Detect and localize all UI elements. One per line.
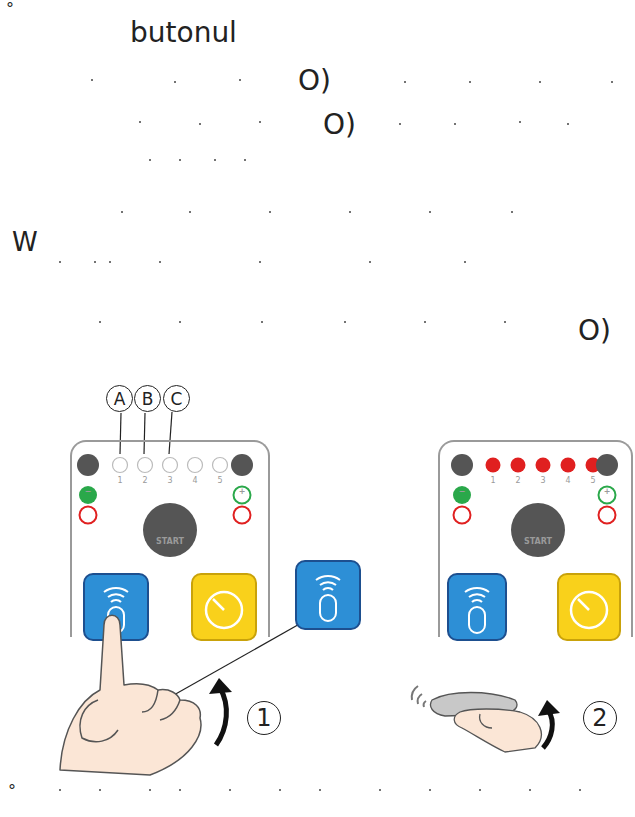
led-number: 3 [540, 476, 545, 485]
plus-button: + [596, 454, 618, 476]
callout-letter: A [106, 385, 133, 412]
button-label: START [524, 537, 552, 546]
red-lamp [454, 507, 471, 524]
red-lamp [80, 507, 97, 524]
press-arrow [216, 688, 226, 745]
control-panel: 1 2 3 4 5 − + START [70, 440, 270, 637]
step-number: 1 [247, 701, 281, 735]
minus-button: − [451, 454, 473, 476]
led-number: 2 [515, 476, 520, 485]
green-lamp [234, 487, 251, 504]
button-label: − [459, 488, 466, 496]
minus-button: − [77, 454, 99, 476]
button-label: + [239, 488, 246, 496]
led-number: 1 [490, 476, 495, 485]
callout-letter: B [134, 385, 161, 412]
button-label: + [604, 488, 611, 496]
button-label: START [156, 537, 184, 546]
green-lamp [599, 487, 616, 504]
press-arrow-head [209, 678, 232, 694]
red-lamp [234, 507, 251, 524]
led-number: 3 [167, 476, 172, 485]
symbol-text: O) [298, 66, 331, 97]
remote-button [448, 574, 506, 640]
callout-letter: C [163, 385, 190, 412]
pressing-hand [60, 615, 201, 775]
button-label: A [114, 389, 126, 409]
plus-button: + [231, 454, 253, 476]
control-panel: 1 2 3 4 5 − + START [438, 440, 633, 637]
body-text: W [12, 228, 38, 257]
symbol-text: O) [323, 110, 356, 141]
led-row-lit [486, 458, 601, 473]
button-label: − [85, 488, 92, 496]
degree-mark: ° [8, 782, 16, 800]
button-label: B [142, 389, 154, 409]
symbol-text: O) [578, 316, 611, 347]
button-label: 2 [592, 704, 607, 732]
start-button: START [511, 503, 565, 557]
leader-lines [120, 412, 172, 454]
led-number: 1 [117, 476, 122, 485]
degree-mark: ° [6, 0, 14, 18]
led-number: 2 [142, 476, 147, 485]
led-number: 5 [217, 476, 222, 485]
press-arrow [543, 710, 552, 748]
body-text: butonul [130, 18, 237, 49]
zoom-line [165, 622, 303, 700]
green-lamp [79, 486, 97, 504]
green-lamp [453, 486, 471, 504]
start-button: START [143, 503, 197, 557]
led-row [113, 458, 228, 473]
red-lamp [599, 507, 616, 524]
timer-button [558, 574, 620, 640]
timer-button [192, 574, 256, 640]
button-label: 1 [256, 704, 271, 732]
remote-hand [412, 686, 542, 752]
step-number: 2 [583, 701, 617, 735]
press-arrow-head [538, 700, 560, 716]
button-label: C [171, 389, 183, 409]
text-dots [59, 79, 613, 791]
remote-button-zoom [296, 561, 360, 629]
led-number: 5 [590, 476, 595, 485]
led-number: 4 [192, 476, 197, 485]
led-number: 4 [565, 476, 570, 485]
